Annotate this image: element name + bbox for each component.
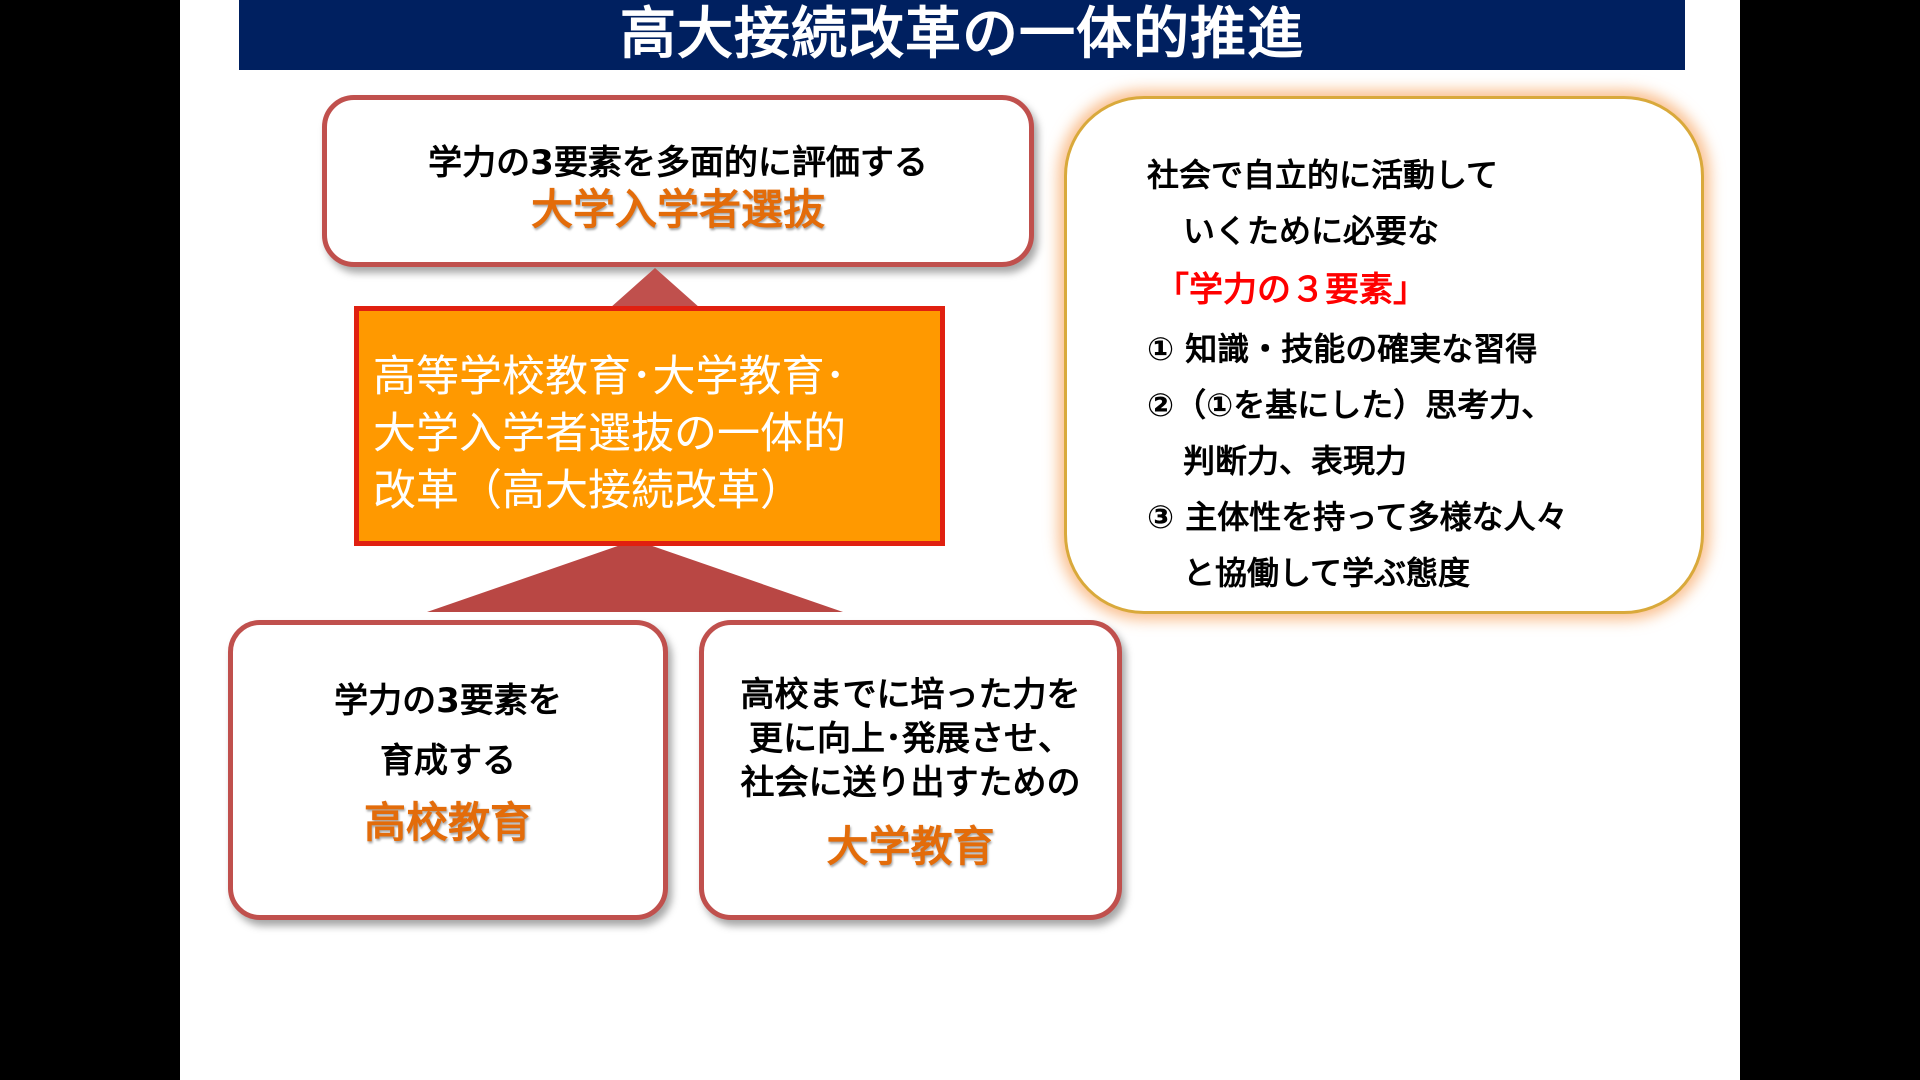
high-school-education-box: 学力の3要素を 育成する 高校教育 — [228, 620, 668, 920]
reform-line-3: 改革（高大接続改革） — [373, 466, 803, 516]
panel-intro-1: 社会で自立的に活動して — [1147, 156, 1499, 194]
reform-line-2: 大学入学者選抜の一体的 — [373, 409, 846, 459]
panel-intro-2: いくために必要な — [1183, 212, 1440, 250]
panel-highlight: 「学力の３要素」 — [1155, 270, 1427, 310]
high-school-line-1: 学力の3要素を — [334, 681, 562, 721]
panel-item-2b: 判断力、表現力 — [1183, 442, 1408, 480]
admissions-subtitle: 学力の3要素を多面的に評価する — [428, 143, 928, 183]
university-admissions-box: 学力の3要素を多面的に評価する 大学入学者選抜 — [322, 95, 1034, 267]
slide: 高大接続改革の一体的推進 学力の3要素を多面的に評価する 大学入学者選抜 高等学… — [180, 0, 1740, 1080]
pyramid-base-triangle — [427, 540, 843, 612]
admissions-heading: 大学入学者選抜 — [530, 185, 825, 234]
university-line-3: 社会に送り出すための — [740, 763, 1081, 803]
high-school-line-2: 育成する — [380, 741, 516, 781]
page-title: 高大接続改革の一体的推進 — [239, 0, 1685, 70]
three-elements-panel: 社会で自立的に活動して いくために必要な 「学力の３要素」 ① 知識・技能の確実… — [1064, 96, 1704, 614]
panel-item-3b: と協働して学ぶ態度 — [1183, 554, 1471, 592]
reform-line-1: 高等学校教育･大学教育･ — [373, 352, 846, 402]
panel-item-3a: ③ 主体性を持って多様な人々 — [1147, 498, 1568, 536]
panel-item-1: ① 知識・技能の確実な習得 — [1147, 330, 1538, 368]
university-line-1: 高校までに培った力を — [740, 675, 1081, 715]
high-school-heading: 高校教育 — [363, 798, 532, 847]
pyramid-top-triangle — [610, 268, 700, 308]
panel-item-2a: ②（①を基にした）思考力、 — [1147, 386, 1554, 424]
university-education-box: 高校までに培った力を 更に向上･発展させ、 社会に送り出すための 大学教育 — [699, 620, 1122, 920]
integrated-reform-box: 高等学校教育･大学教育･ 大学入学者選抜の一体的 改革（高大接続改革） — [354, 306, 945, 546]
university-line-2: 更に向上･発展させ、 — [749, 719, 1072, 759]
university-heading: 大学教育 — [826, 822, 995, 871]
